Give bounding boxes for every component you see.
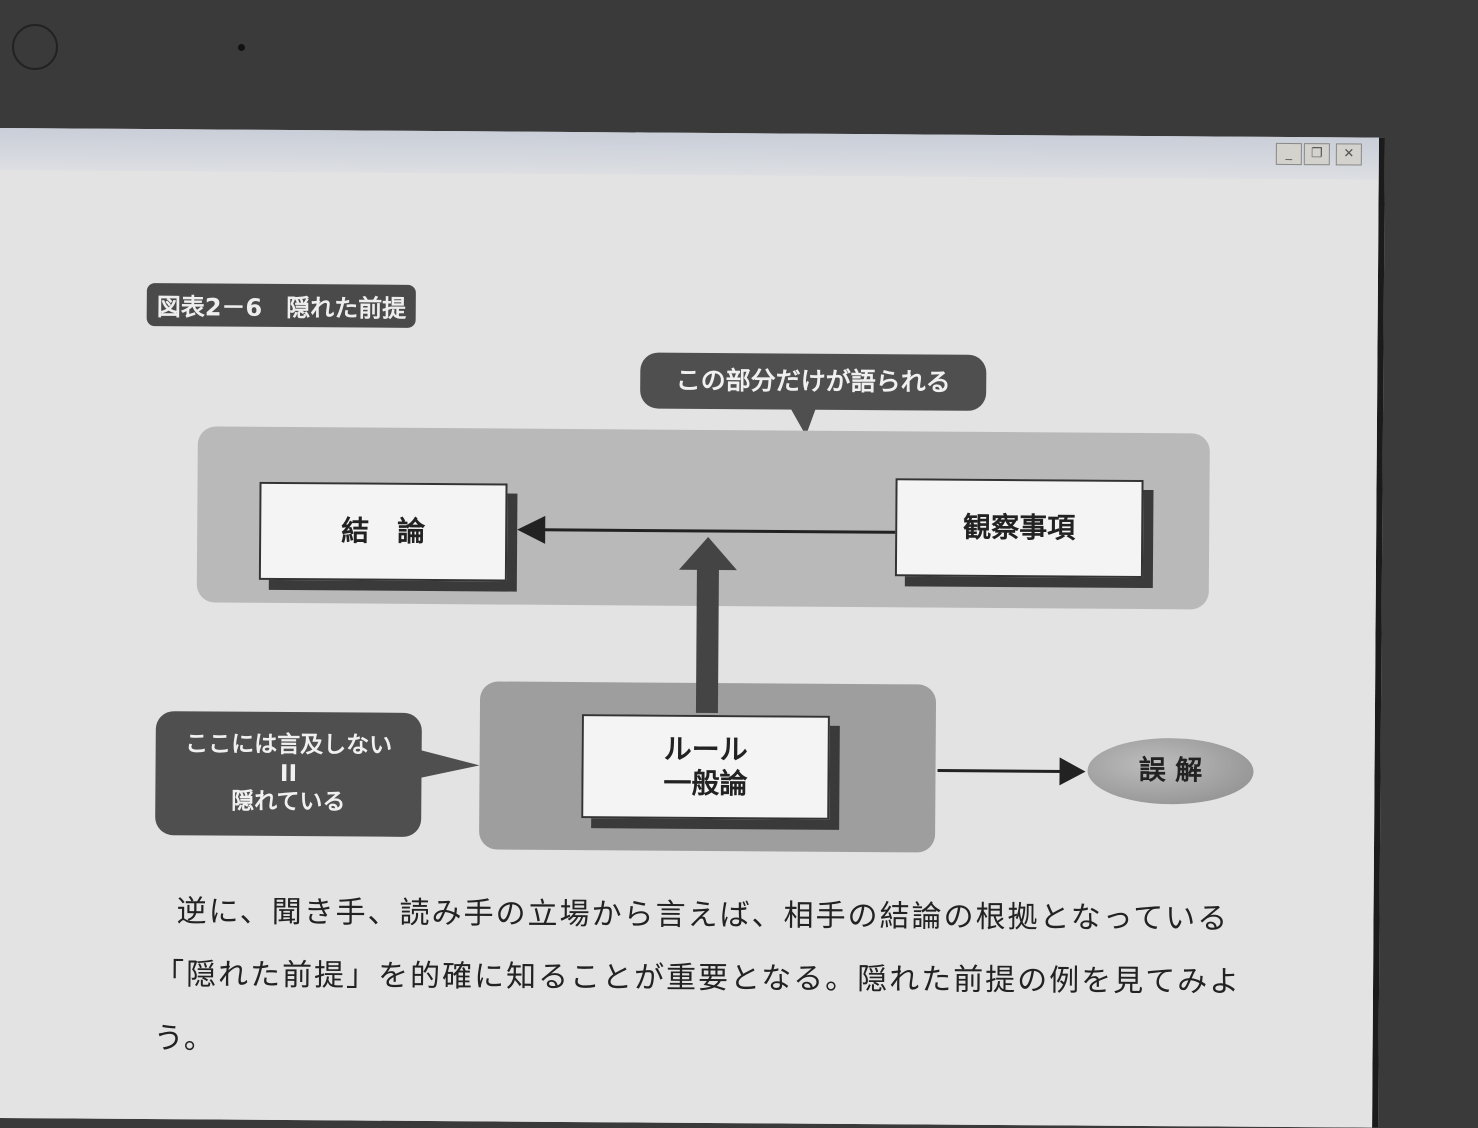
hidden-callout-line2: II <box>279 760 298 787</box>
callout-pointer <box>790 407 817 436</box>
misunderstanding-ellipse: 誤 解 <box>1087 737 1254 805</box>
body-line-3: う。 <box>153 1021 216 1057</box>
hidden-callout-line3: 隠れている <box>231 789 346 816</box>
rule-box: ルール 一般論 <box>581 714 830 820</box>
arrows <box>415 515 1086 786</box>
rule-line2: 一般論 <box>663 766 748 801</box>
body-line-1: 逆に、聞き手、読み手の立場から言えば、相手の結論の根拠となっている <box>176 894 1230 937</box>
minimize-button[interactable]: _ <box>1275 142 1302 166</box>
screen: _ ❐ ✕ 図表2－6 隠れた前提 この部分だけが語られる 結 論 観察事項 ル… <box>0 128 1385 1128</box>
arrowhead-icon <box>517 515 546 544</box>
body-line-2: 「隠れた前提」を的確に知ることが重要となる。隠れた前提の例を見てみよ <box>153 957 1242 1000</box>
sensor-dot <box>238 44 245 51</box>
restore-button[interactable]: ❐ <box>1303 143 1330 166</box>
observation-to-conclusion-arrow <box>542 528 896 534</box>
rule-support-arrow <box>695 566 719 714</box>
close-button[interactable]: ✕ <box>1335 143 1362 166</box>
callout-pointer <box>415 748 480 779</box>
hidden-callout-line1: ここには言及しない <box>185 731 393 759</box>
camera-icon <box>12 24 58 70</box>
arrowhead-icon <box>678 536 737 571</box>
rule-line1: ルール <box>663 733 748 767</box>
rule-to-misunderstanding-arrow <box>937 769 1066 773</box>
arrowhead-icon <box>1059 757 1086 786</box>
document-page: 図表2－6 隠れた前提 この部分だけが語られる 結 論 観察事項 ルール 一般論… <box>0 169 1379 1128</box>
hidden-callout: ここには言及しない II 隠れている <box>155 711 422 837</box>
